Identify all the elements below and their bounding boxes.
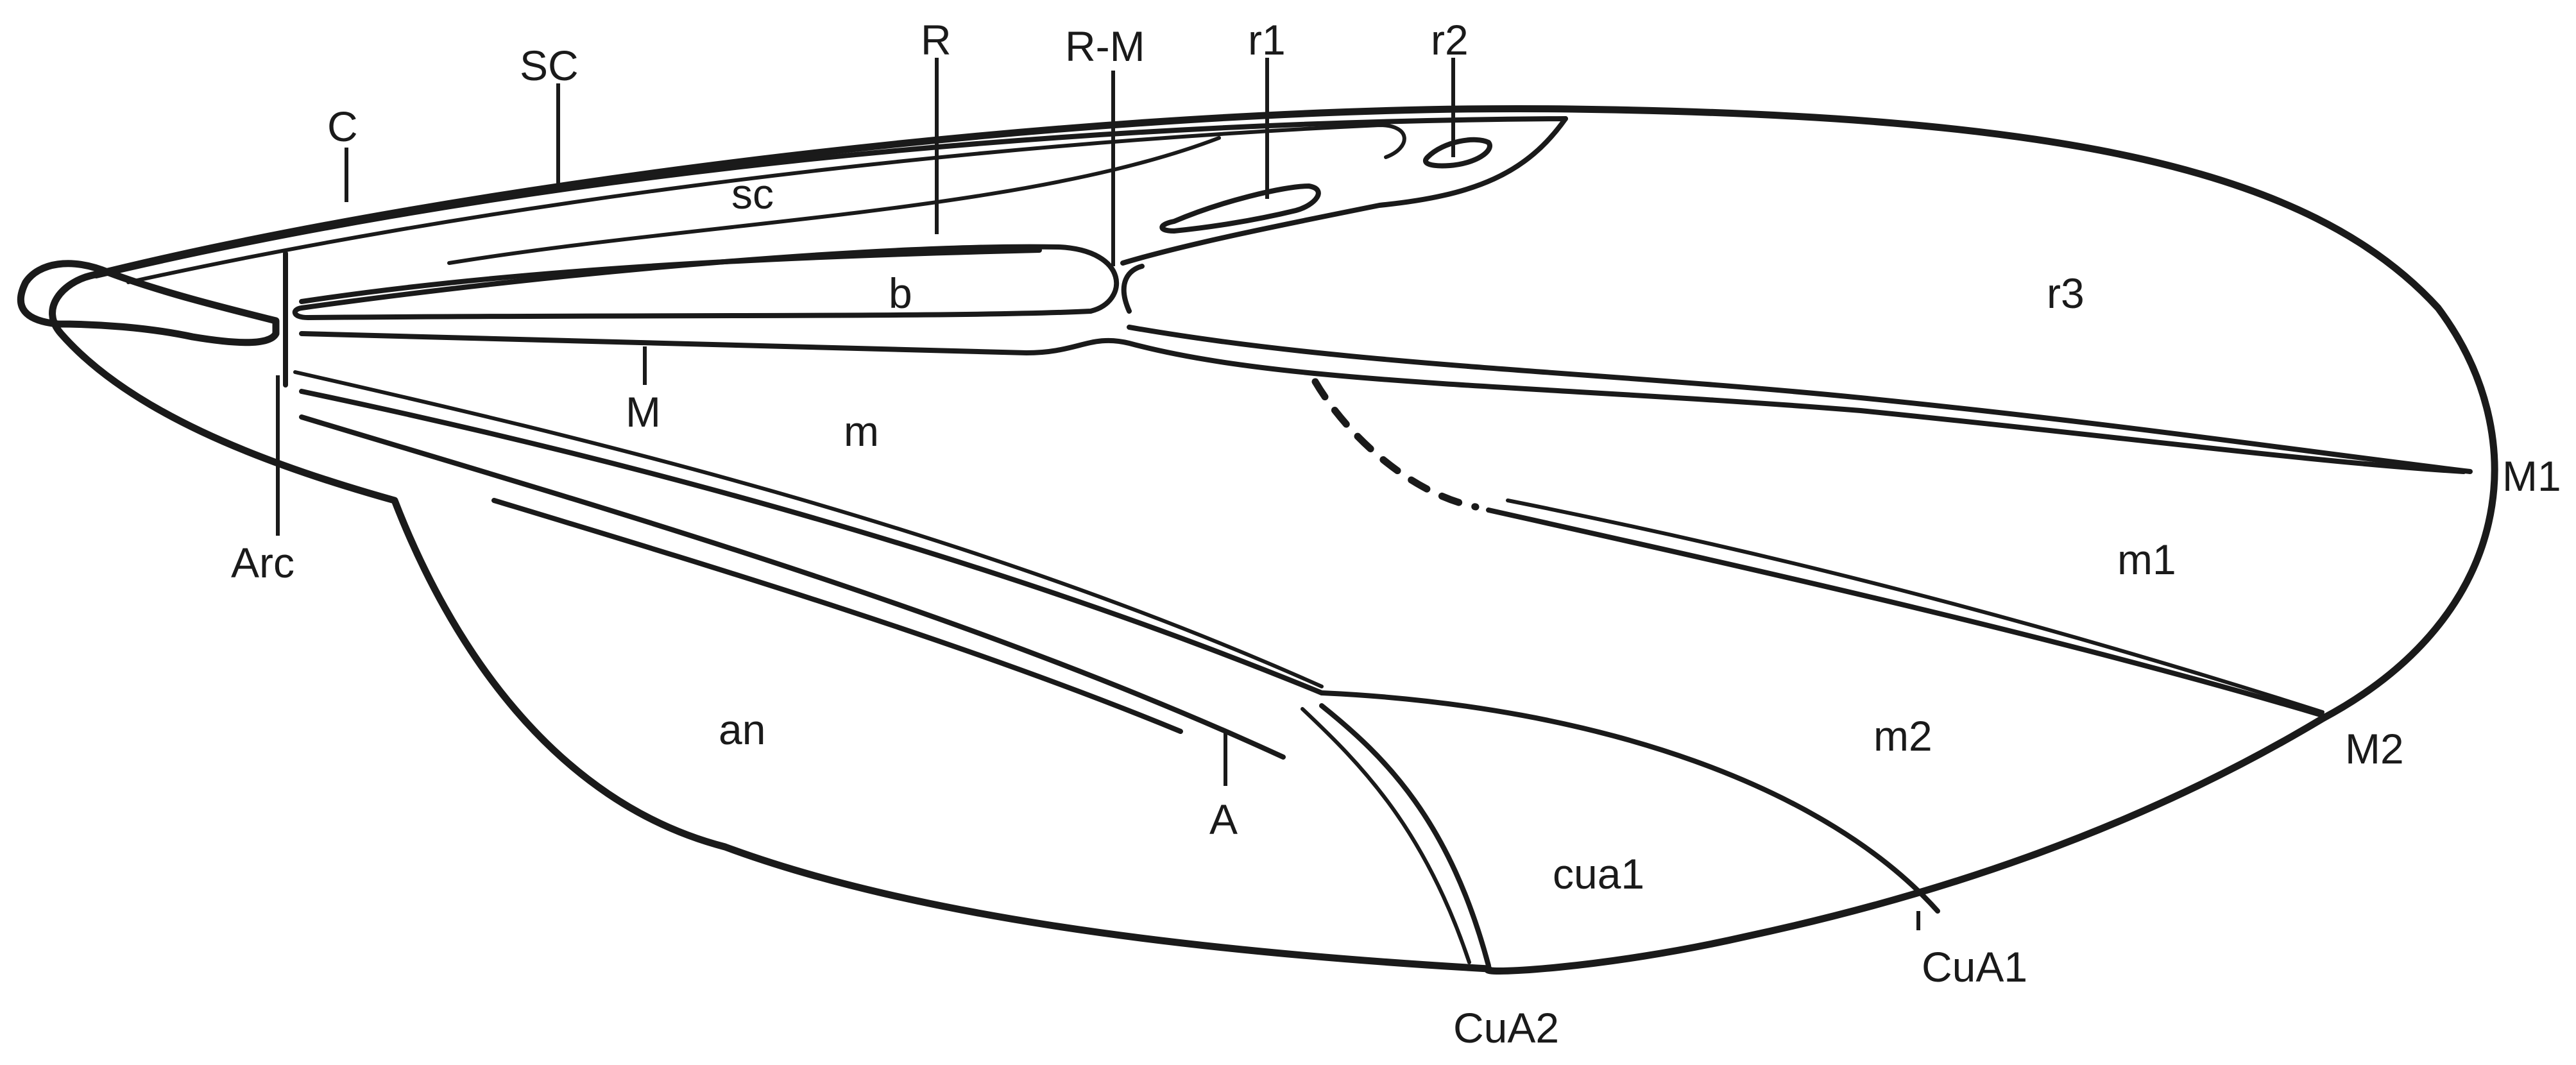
label-R: R [921,16,951,64]
vein-media-stem [299,331,2466,474]
vein-anal-2 [491,498,1183,734]
label-SC: SC [520,42,579,89]
label-an: an [719,706,765,753]
vein-anal [299,414,1286,760]
cell-b-outline [292,244,1120,320]
label-M: M [626,388,661,436]
label-r2: r2 [1431,16,1469,64]
label-C: C [327,103,358,150]
label-m: m [844,407,879,455]
vein-radius [447,136,1221,265]
vein-cubitus-inner [293,370,1324,688]
label-sc: sc [731,170,774,217]
label-A: A [1209,796,1238,843]
label-cua1: cua1 [1553,850,1644,898]
vein-costa [94,116,1568,278]
cell-r2-outline [1423,137,1492,169]
vein-r-m [1121,264,1145,314]
vein-m2 [1486,507,2325,718]
label-r3: r3 [2047,269,2085,317]
wing-outline [49,105,2498,975]
vein-m1 [1127,325,2473,474]
label-r1: r1 [1248,16,1286,64]
label-Arc: Arc [231,539,294,586]
label-b: b [889,269,912,317]
vein-pterostigma [1120,116,1568,266]
label-m2: m2 [1873,712,1932,760]
cell-r1-outline [1159,183,1321,234]
label-R-M: R-M [1065,22,1145,70]
vein-cua2 [1319,703,1491,968]
vein-m2-upper [1506,498,2324,714]
label-CuA1: CuA1 [1922,943,2027,991]
vein-dashed [1311,378,1480,511]
label-m1: m1 [2117,536,2176,583]
vein-cua2-inner [1301,707,1471,964]
vein-cubitus [299,389,1940,914]
label-CuA2: CuA2 [1453,1004,1559,1052]
label-M2: M2 [2345,725,2404,772]
wing-base-lobe [17,260,280,346]
label-M1: M1 [2502,452,2561,500]
vein-subcosta [126,123,1406,284]
